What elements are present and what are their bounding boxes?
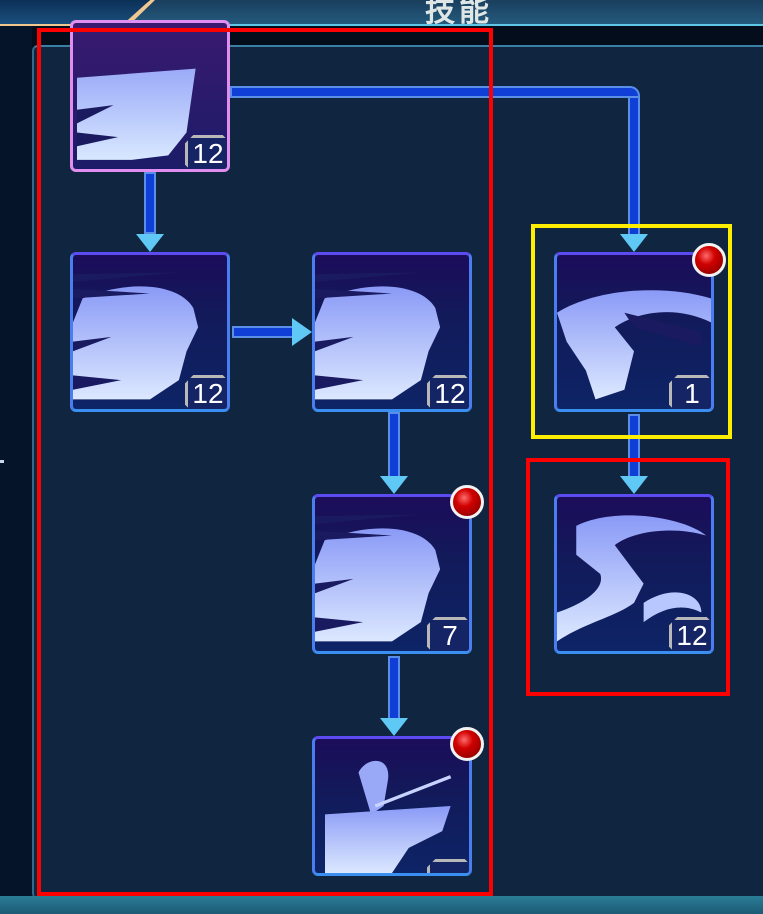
arrow-to-mid-3 <box>380 476 408 494</box>
warrior-dash-icon <box>315 272 441 400</box>
alert-dot-right-2 <box>692 243 726 277</box>
sword-slash-icon <box>557 290 711 400</box>
highlight-final-skill <box>526 458 730 696</box>
arrow-to-right-3 <box>620 476 648 494</box>
level-badge: 12 <box>185 375 227 409</box>
connector-root-down <box>144 172 156 234</box>
skill-node-right-2[interactable]: 1 <box>554 252 714 412</box>
skill-node-mid-4[interactable] <box>312 736 472 876</box>
highlight-left-branch <box>37 28 493 896</box>
connector-left2-mid2 <box>232 326 294 338</box>
whirlwind-slash-icon <box>557 515 707 642</box>
highlight-selected-skill <box>531 224 732 439</box>
arrow-to-right-2 <box>620 234 648 252</box>
arrow-to-mid-4 <box>380 718 408 736</box>
connector-mid2-mid3 <box>388 412 400 478</box>
archer-bow-icon <box>325 760 452 873</box>
skill-node-right-3[interactable]: 12 <box>554 494 714 654</box>
skill-node-mid-3[interactable]: 7 <box>312 494 472 654</box>
level-badge: 12 <box>669 617 711 651</box>
alert-dot-mid-4 <box>450 727 484 761</box>
skill-node-root[interactable]: 12 <box>70 20 230 172</box>
skill-node-left-2[interactable]: 12 <box>70 252 230 412</box>
arrow-to-mid-2 <box>292 318 312 346</box>
connector-right2-right3 <box>628 414 640 478</box>
connector-right-down-1 <box>628 96 640 236</box>
page-title: 技能 <box>425 0 493 29</box>
warrior-dash-icon <box>315 514 441 642</box>
side-indicator <box>0 460 4 463</box>
level-badge: 12 <box>185 135 227 169</box>
level-badge: 1 <box>669 375 711 409</box>
warrior-dash-icon <box>73 272 199 400</box>
level-badge <box>427 859 469 873</box>
level-badge: 12 <box>427 375 469 409</box>
level-badge: 7 <box>427 617 469 651</box>
connector-root-right <box>230 86 640 98</box>
alert-dot-mid-3 <box>450 485 484 519</box>
warrior-dash-icon <box>77 68 196 160</box>
arrow-to-left-2 <box>136 234 164 252</box>
skill-node-mid-2[interactable]: 12 <box>312 252 472 412</box>
bottom-bar <box>0 896 763 914</box>
left-side-strip <box>0 26 32 896</box>
connector-mid3-mid4 <box>388 656 400 720</box>
